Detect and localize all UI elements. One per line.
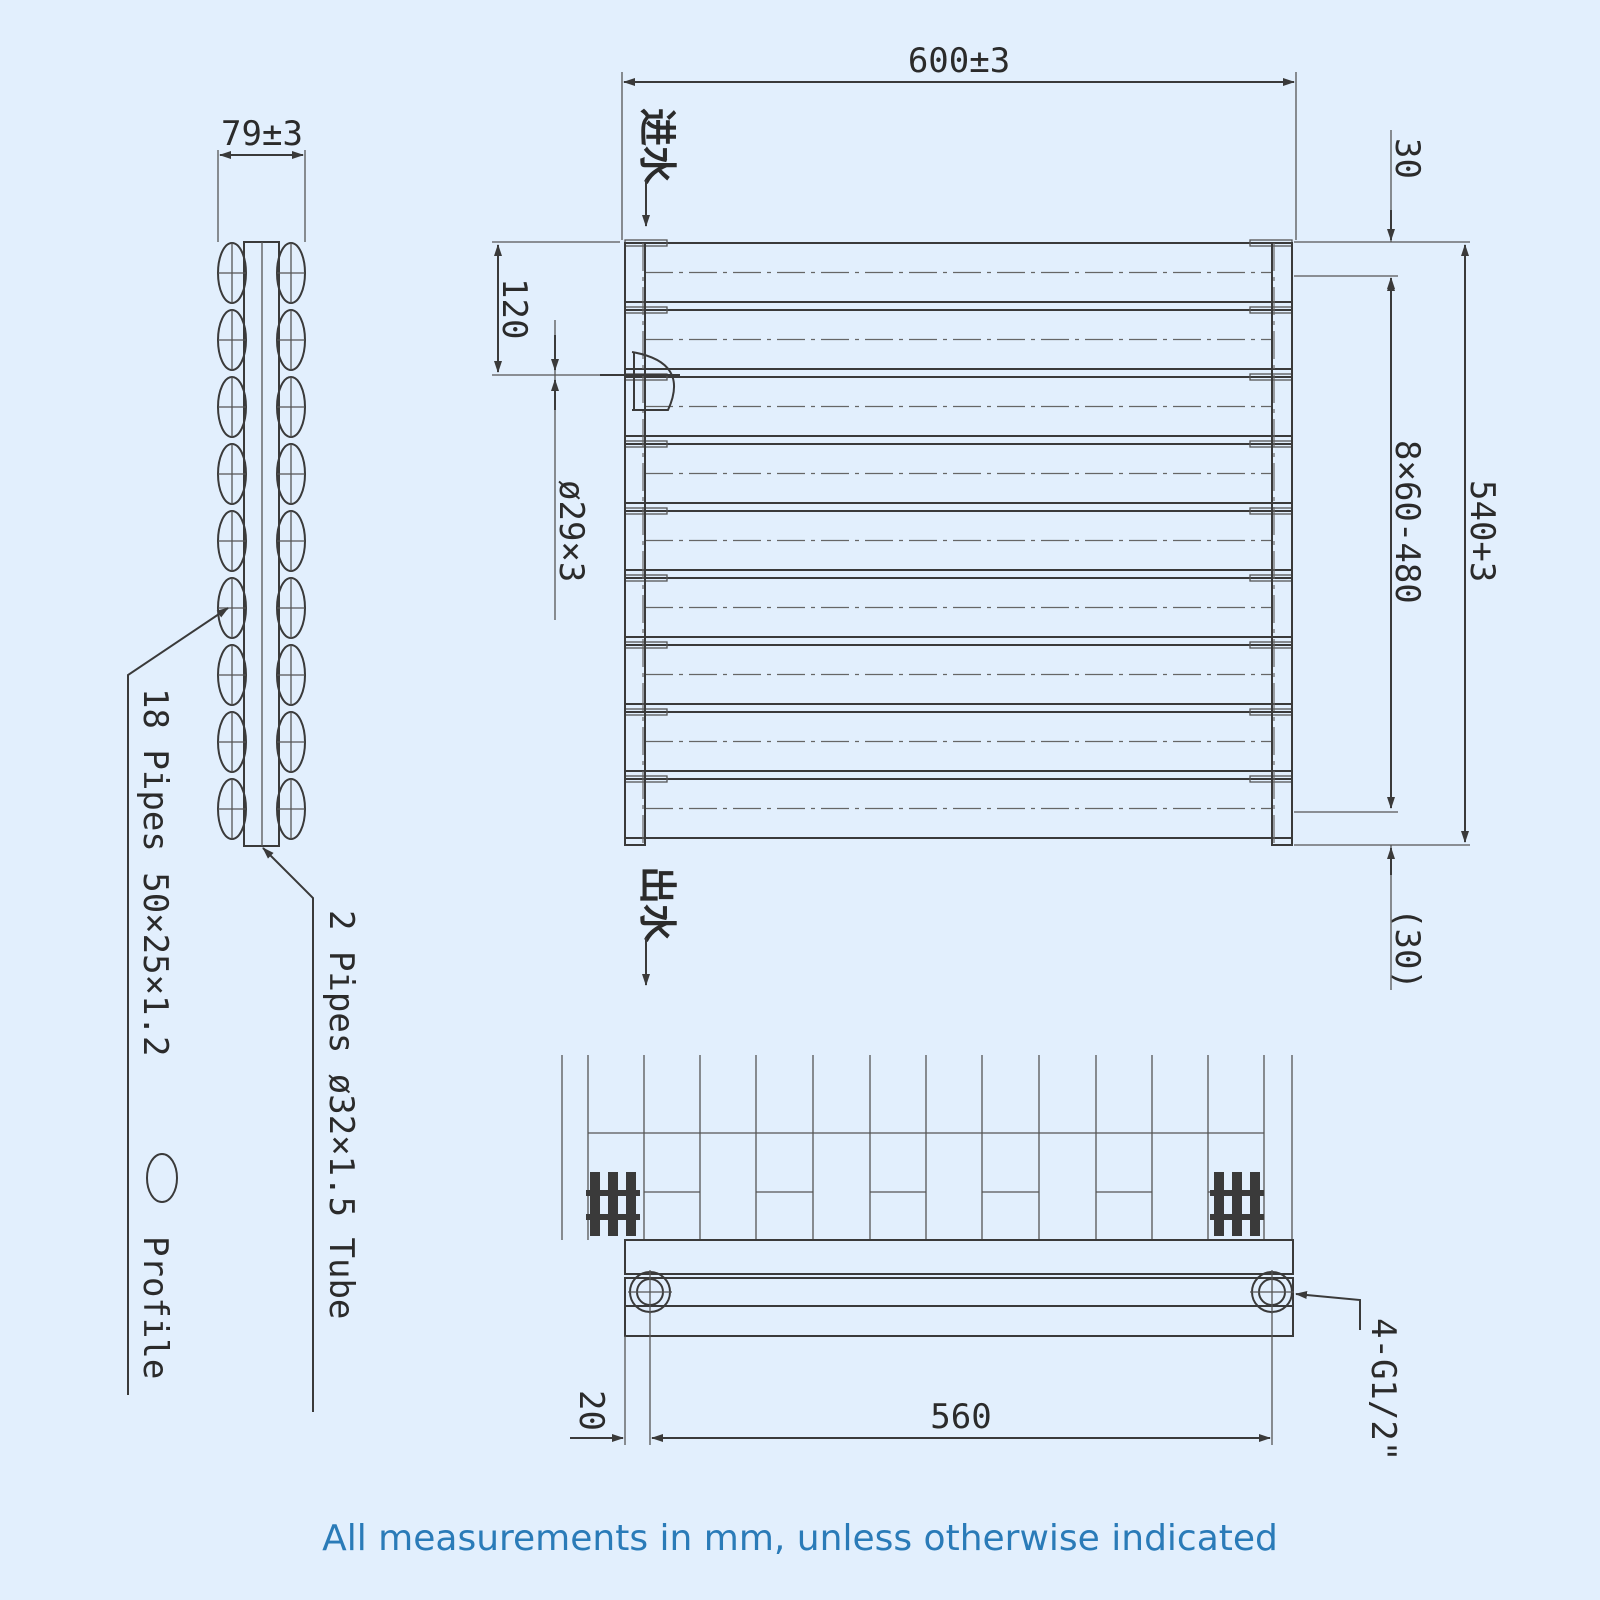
pipe-profile — [217, 644, 247, 706]
pipe-profile — [276, 644, 306, 706]
bottom-view: 4-G1/2" 560 20 — [561, 1055, 1403, 1461]
radiator-bar — [624, 239, 1293, 303]
radiator-bar — [624, 440, 1293, 504]
pipe-profile — [276, 242, 306, 304]
radiator-bar — [624, 306, 1293, 370]
depth-dimension-label: 79±3 — [221, 114, 303, 154]
side-view: 79±3 18 Pipes 50×25×1.2 Profile 2 Pipes … — [127, 114, 361, 1412]
tube-callout-label: 2 Pipes ø32×1.5 Tube — [321, 910, 361, 1319]
front-view: 600±3 进水 出水 120 ø29×3 — [492, 41, 1502, 990]
inlet-offset-label: 120 — [494, 278, 534, 339]
pipe-profile — [217, 443, 247, 505]
inlet-label: 进水 — [635, 108, 679, 185]
inlet-diameter-label: ø29×3 — [551, 480, 591, 582]
pipe-profile — [217, 577, 247, 639]
radiator-bar — [624, 373, 1293, 437]
radiator-bar — [624, 708, 1293, 772]
pipe-profile — [217, 376, 247, 438]
pipe-profile — [217, 711, 247, 773]
pipe-profile — [217, 242, 247, 304]
radiator-bar — [624, 641, 1293, 705]
pipe-profile — [276, 577, 306, 639]
footer-note: All measurements in mm, unless otherwise… — [322, 1518, 1278, 1559]
pipe-profile — [217, 309, 247, 371]
radiator-bar — [624, 574, 1293, 638]
bottom-rail-back — [624, 1239, 1294, 1275]
radiator-bars — [624, 239, 1293, 839]
profile-label: Profile — [135, 1236, 175, 1379]
connection-callout-label: 4-G1/2" — [1363, 1318, 1403, 1461]
pipe-profile — [276, 510, 306, 572]
centers-dimension-label: 560 — [930, 1397, 991, 1437]
wall-bracket-left — [586, 1172, 640, 1236]
pipe-profile — [217, 778, 247, 840]
pipe-profile — [276, 376, 306, 438]
width-dimension-label: 600±3 — [908, 41, 1010, 81]
valve-left-icon — [628, 1270, 672, 1314]
top-margin-label: 30 — [1387, 138, 1427, 179]
pipes-callout-label: 18 Pipes 50×25×1.2 — [135, 688, 175, 1056]
offset-dimension-label: 20 — [571, 1390, 611, 1431]
pipe-profiles — [217, 242, 306, 840]
side-rails — [624, 242, 1293, 846]
pipe-profile — [276, 778, 306, 840]
radiator-bar — [624, 775, 1293, 839]
outlet-label: 出水 — [635, 866, 679, 943]
pipe-profile — [217, 510, 247, 572]
inlet-nozzle — [600, 351, 680, 411]
pipe-profile — [276, 711, 306, 773]
bar-spacing-label: 8×60-480 — [1387, 440, 1427, 604]
profile-oval-icon — [146, 1153, 178, 1203]
bottom-margin-label: (30) — [1387, 908, 1427, 990]
wall-bracket-right — [1210, 1172, 1264, 1236]
radiator-bar — [624, 507, 1293, 571]
pipe-profile — [276, 443, 306, 505]
pipe-profile — [276, 309, 306, 371]
wall-background — [561, 1055, 1293, 1240]
height-dimension-label: 540+3 — [1462, 480, 1502, 582]
valve-right-icon — [1250, 1270, 1294, 1314]
